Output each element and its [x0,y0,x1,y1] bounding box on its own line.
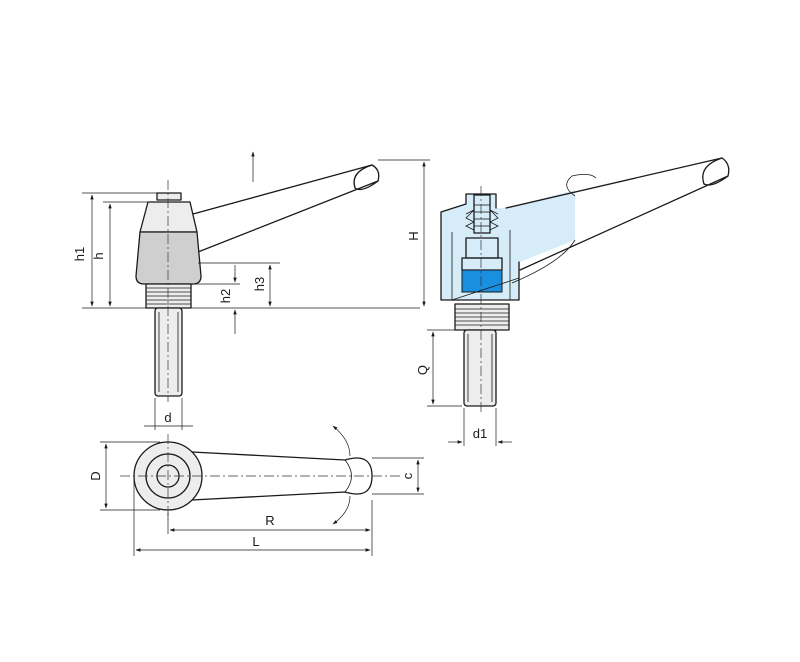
dim-label-d1: d1 [473,426,487,441]
break-line [566,174,597,197]
cap-top [156,192,182,201]
knurl-lines [146,287,191,305]
rotation-arrow-top [332,425,351,457]
cap-body [139,201,198,233]
section-threaded-stud [463,329,497,407]
section-fill [441,190,575,300]
dim-label-h2: h2 [218,289,233,303]
section-cavity [451,230,511,300]
dim-label-H: H [406,231,421,240]
section-lever-tip [702,157,729,186]
dim-label-c: c [400,472,415,479]
dim-label-R: R [265,513,274,528]
lever-arm [192,164,380,253]
section-body-outline [440,193,520,301]
plan-view: D c R L [88,425,424,556]
dim-label-h1: h1 [72,247,87,261]
side-view: h1 h h2 h3 d H [72,151,430,430]
screw-thread [474,204,490,227]
blue-insert [461,269,503,293]
dim-label-h: h [91,252,106,259]
rotation-arrow-bottom [332,495,351,525]
section-knurl-lines [455,308,509,326]
dim-label-D: D [88,471,103,480]
hub-body [135,231,202,285]
dim-label-d: d [164,410,171,425]
lever-tip [353,164,379,191]
section-view: Q d1 [415,157,730,446]
spring [465,209,499,231]
dim-label-L: L [252,534,259,549]
dim-label-Q: Q [415,365,430,375]
set-screw [473,194,491,234]
dim-label-h3: h3 [252,277,267,291]
